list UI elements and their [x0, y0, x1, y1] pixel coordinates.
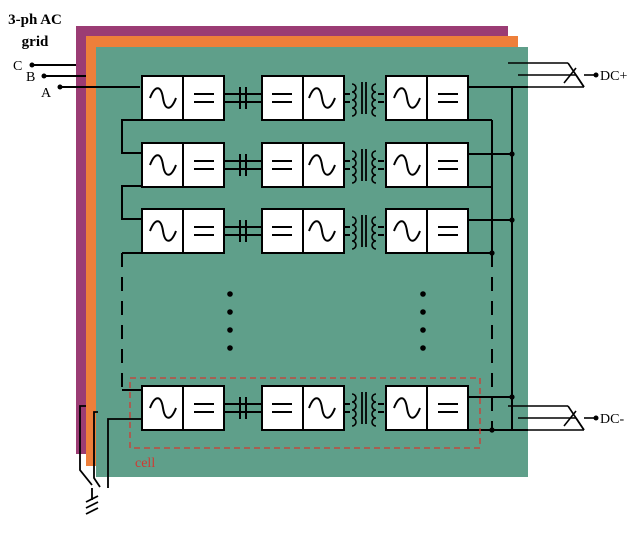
grid-title-line2: grid [22, 34, 49, 50]
dc-minus-label: DC- [600, 412, 624, 427]
phase-label-b: B [26, 70, 35, 85]
bus-junction-dots [489, 151, 515, 433]
ac-dc-converter [141, 142, 225, 188]
dc-ac-converter [261, 142, 345, 188]
converter-row [141, 75, 469, 121]
ac-dc-converter [141, 75, 225, 121]
left-series-chain [121, 119, 142, 391]
ac-dc-output-converter [385, 75, 469, 121]
converter-row [141, 208, 469, 254]
continuation-dots [227, 291, 426, 351]
dc-minus-bus [508, 405, 594, 431]
converter-row [141, 142, 469, 188]
cell-label: cell [135, 456, 155, 471]
ac-dc-converter [141, 385, 225, 431]
grid-title-line1: 3-ph AC [8, 12, 62, 28]
ac-dc-output-converter [385, 208, 469, 254]
dc-ac-converter [261, 75, 345, 121]
cell-outline [129, 377, 481, 449]
right-output-buses [468, 86, 528, 431]
dc-ac-converter [261, 385, 345, 431]
ac-dc-converter [141, 208, 225, 254]
converter-row [141, 385, 469, 431]
phase-label-c: C [13, 59, 22, 74]
dc-minus-terminal [593, 415, 599, 421]
dc-ac-converter [261, 208, 345, 254]
ac-dc-output-converter [385, 385, 469, 431]
dc-plus-label: DC+ [600, 69, 627, 84]
ac-dc-output-converter [385, 142, 469, 188]
phase-inputs [29, 62, 140, 90]
phase-label-a: A [41, 86, 52, 101]
neutral-ground [79, 405, 142, 515]
dc-plus-terminal [593, 72, 599, 78]
dc-plus-bus [508, 62, 594, 88]
